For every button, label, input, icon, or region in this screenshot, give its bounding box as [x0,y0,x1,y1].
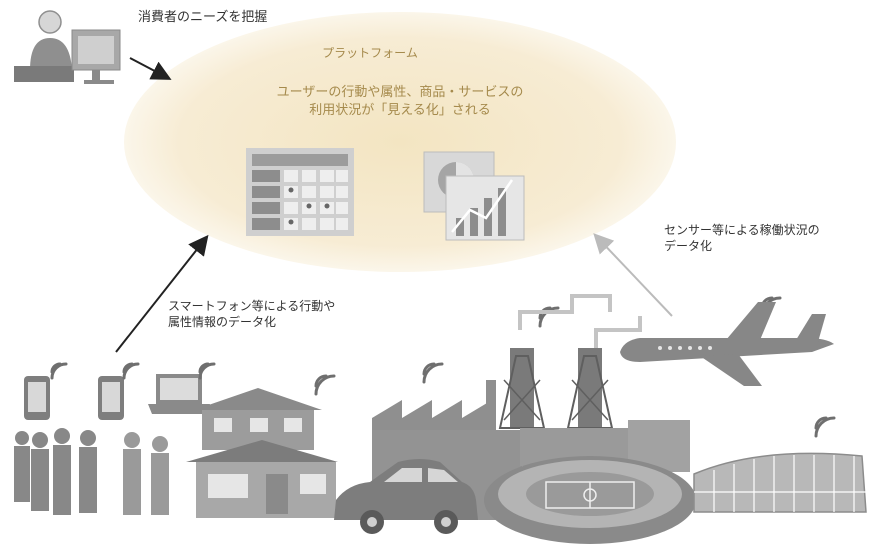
consumer-arrow [129,57,172,80]
pipes [518,294,642,352]
platform-description-line2: 利用状況が「見える化」される [309,103,491,118]
consumer-needs-label: 消費者のニーズを把握 [138,10,268,25]
table-icon [246,148,354,236]
chart-icon [423,151,525,241]
car-icon [334,459,478,534]
greenhouse-icon [693,452,867,513]
sensor-data-label: センサー等による稼働状況の データ化 [664,222,820,254]
sensor-data-line2: データ化 [664,239,713,253]
platform-description: ユーザーの行動や属性、商品・サービスの 利用状況が「見える化」される [220,84,580,120]
elderly-people [123,432,169,515]
wifi-icon [198,362,216,380]
tower-icon [498,348,546,429]
platform-description-line1: ユーザーの行動や属性、商品・サービスの [276,85,524,100]
smartphone-icon [24,376,50,420]
smartphone-arrow [115,234,209,353]
consumer-icon [14,10,121,84]
wifi-icon [122,362,140,380]
laptop-icon [148,374,210,414]
smartphone-data-line1: スマートフォン等による行動や [168,299,336,313]
sensor-arrow [593,233,673,317]
wifi-icon [50,362,68,380]
stadium-icon [484,456,696,544]
platform-title: プラットフォーム [322,46,418,60]
smartphone-data-label: スマートフォン等による行動や 属性情報のデータ化 [168,298,335,330]
tower-icon [566,348,614,429]
airplane-icon [620,302,834,386]
sensor-data-line1: センサー等による稼働状況の [664,223,820,237]
smartphone-icon [98,376,124,420]
smartphone-data-line2: 属性情報のデータ化 [168,315,277,329]
wifi-icon [314,374,336,396]
people-group [14,428,97,515]
house-icon [186,388,338,518]
wifi-icon [422,362,444,384]
wifi-icon [814,416,836,438]
